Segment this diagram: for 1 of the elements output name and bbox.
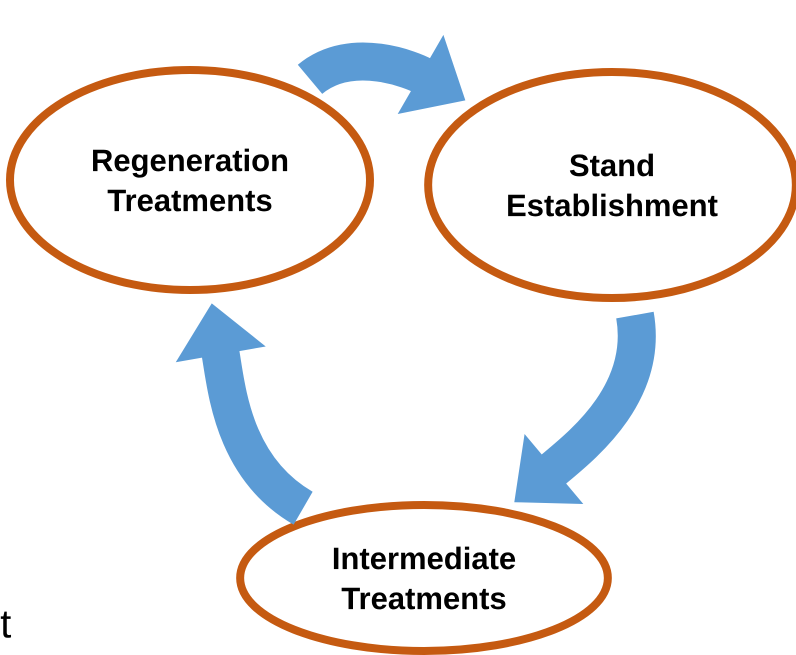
text-fragment: t (0, 612, 12, 638)
